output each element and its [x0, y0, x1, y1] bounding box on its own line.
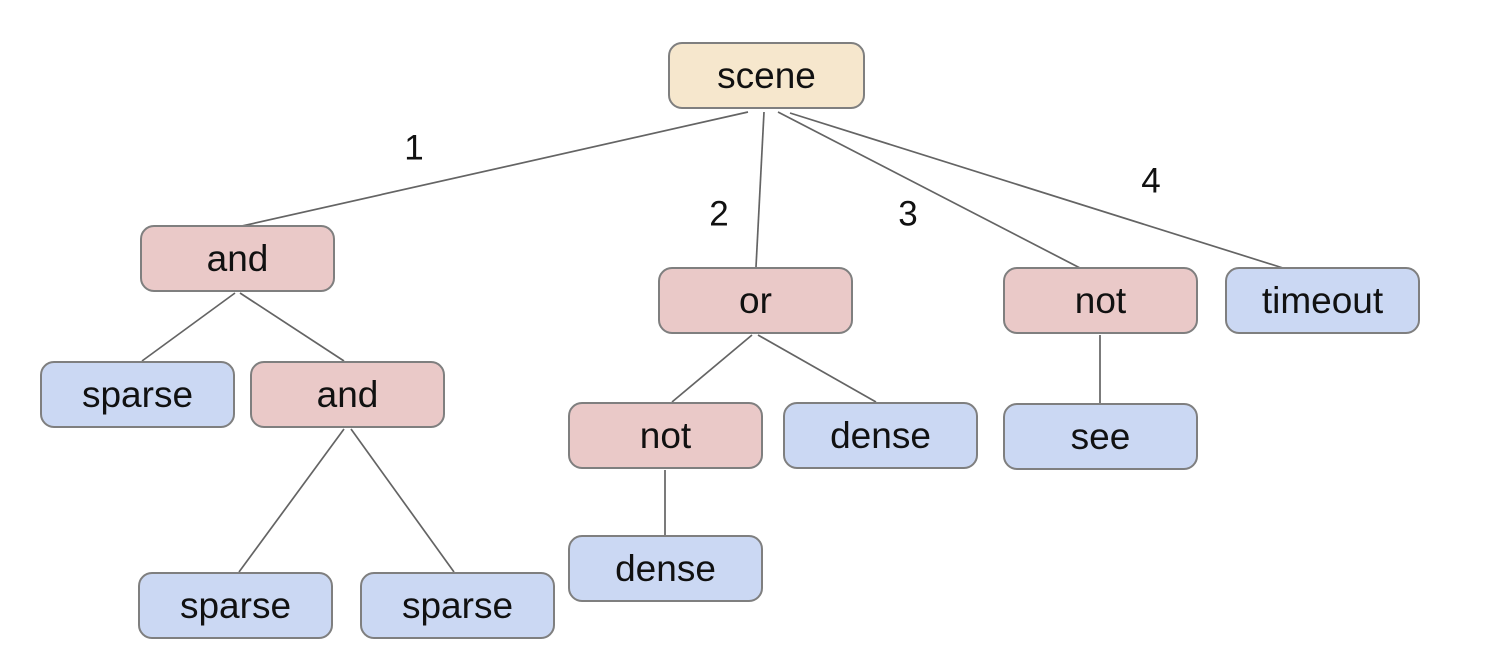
edge-and-and — [239, 292, 345, 362]
edge-or-not — [671, 334, 753, 403]
edge-scene-and — [241, 111, 749, 227]
edge-and2-sparse1 — [238, 428, 345, 573]
tree-node-dense-1: dense — [783, 402, 978, 469]
tree-node-see: see — [1003, 403, 1198, 470]
edge-and2-sparse2 — [350, 428, 455, 573]
edge-label-4: 4 — [1141, 161, 1161, 201]
edge-label-3: 3 — [898, 194, 918, 234]
tree-node-not-1: not — [1003, 267, 1198, 334]
tree-node-sparse-1: sparse — [40, 361, 235, 428]
tree-node-timeout: timeout — [1225, 267, 1420, 334]
edge-label-1: 1 — [404, 128, 424, 168]
tree-node-or: or — [658, 267, 853, 334]
tree-node-scene: scene — [668, 42, 865, 109]
tree-node-and-1: and — [140, 225, 335, 292]
edge-scene-timeout — [789, 112, 1284, 269]
edge-scene-not — [777, 111, 1081, 269]
tree-node-sparse-2: sparse — [138, 572, 333, 639]
tree-node-and-2: and — [250, 361, 445, 428]
tree-node-dense-2: dense — [568, 535, 763, 602]
tree-node-sparse-3: sparse — [360, 572, 555, 639]
tree-node-not-2: not — [568, 402, 763, 469]
edge-label-2: 2 — [709, 194, 729, 234]
edge-scene-or — [755, 111, 765, 268]
edge-or-dense — [757, 334, 877, 403]
edge-and-sparse — [141, 292, 236, 362]
